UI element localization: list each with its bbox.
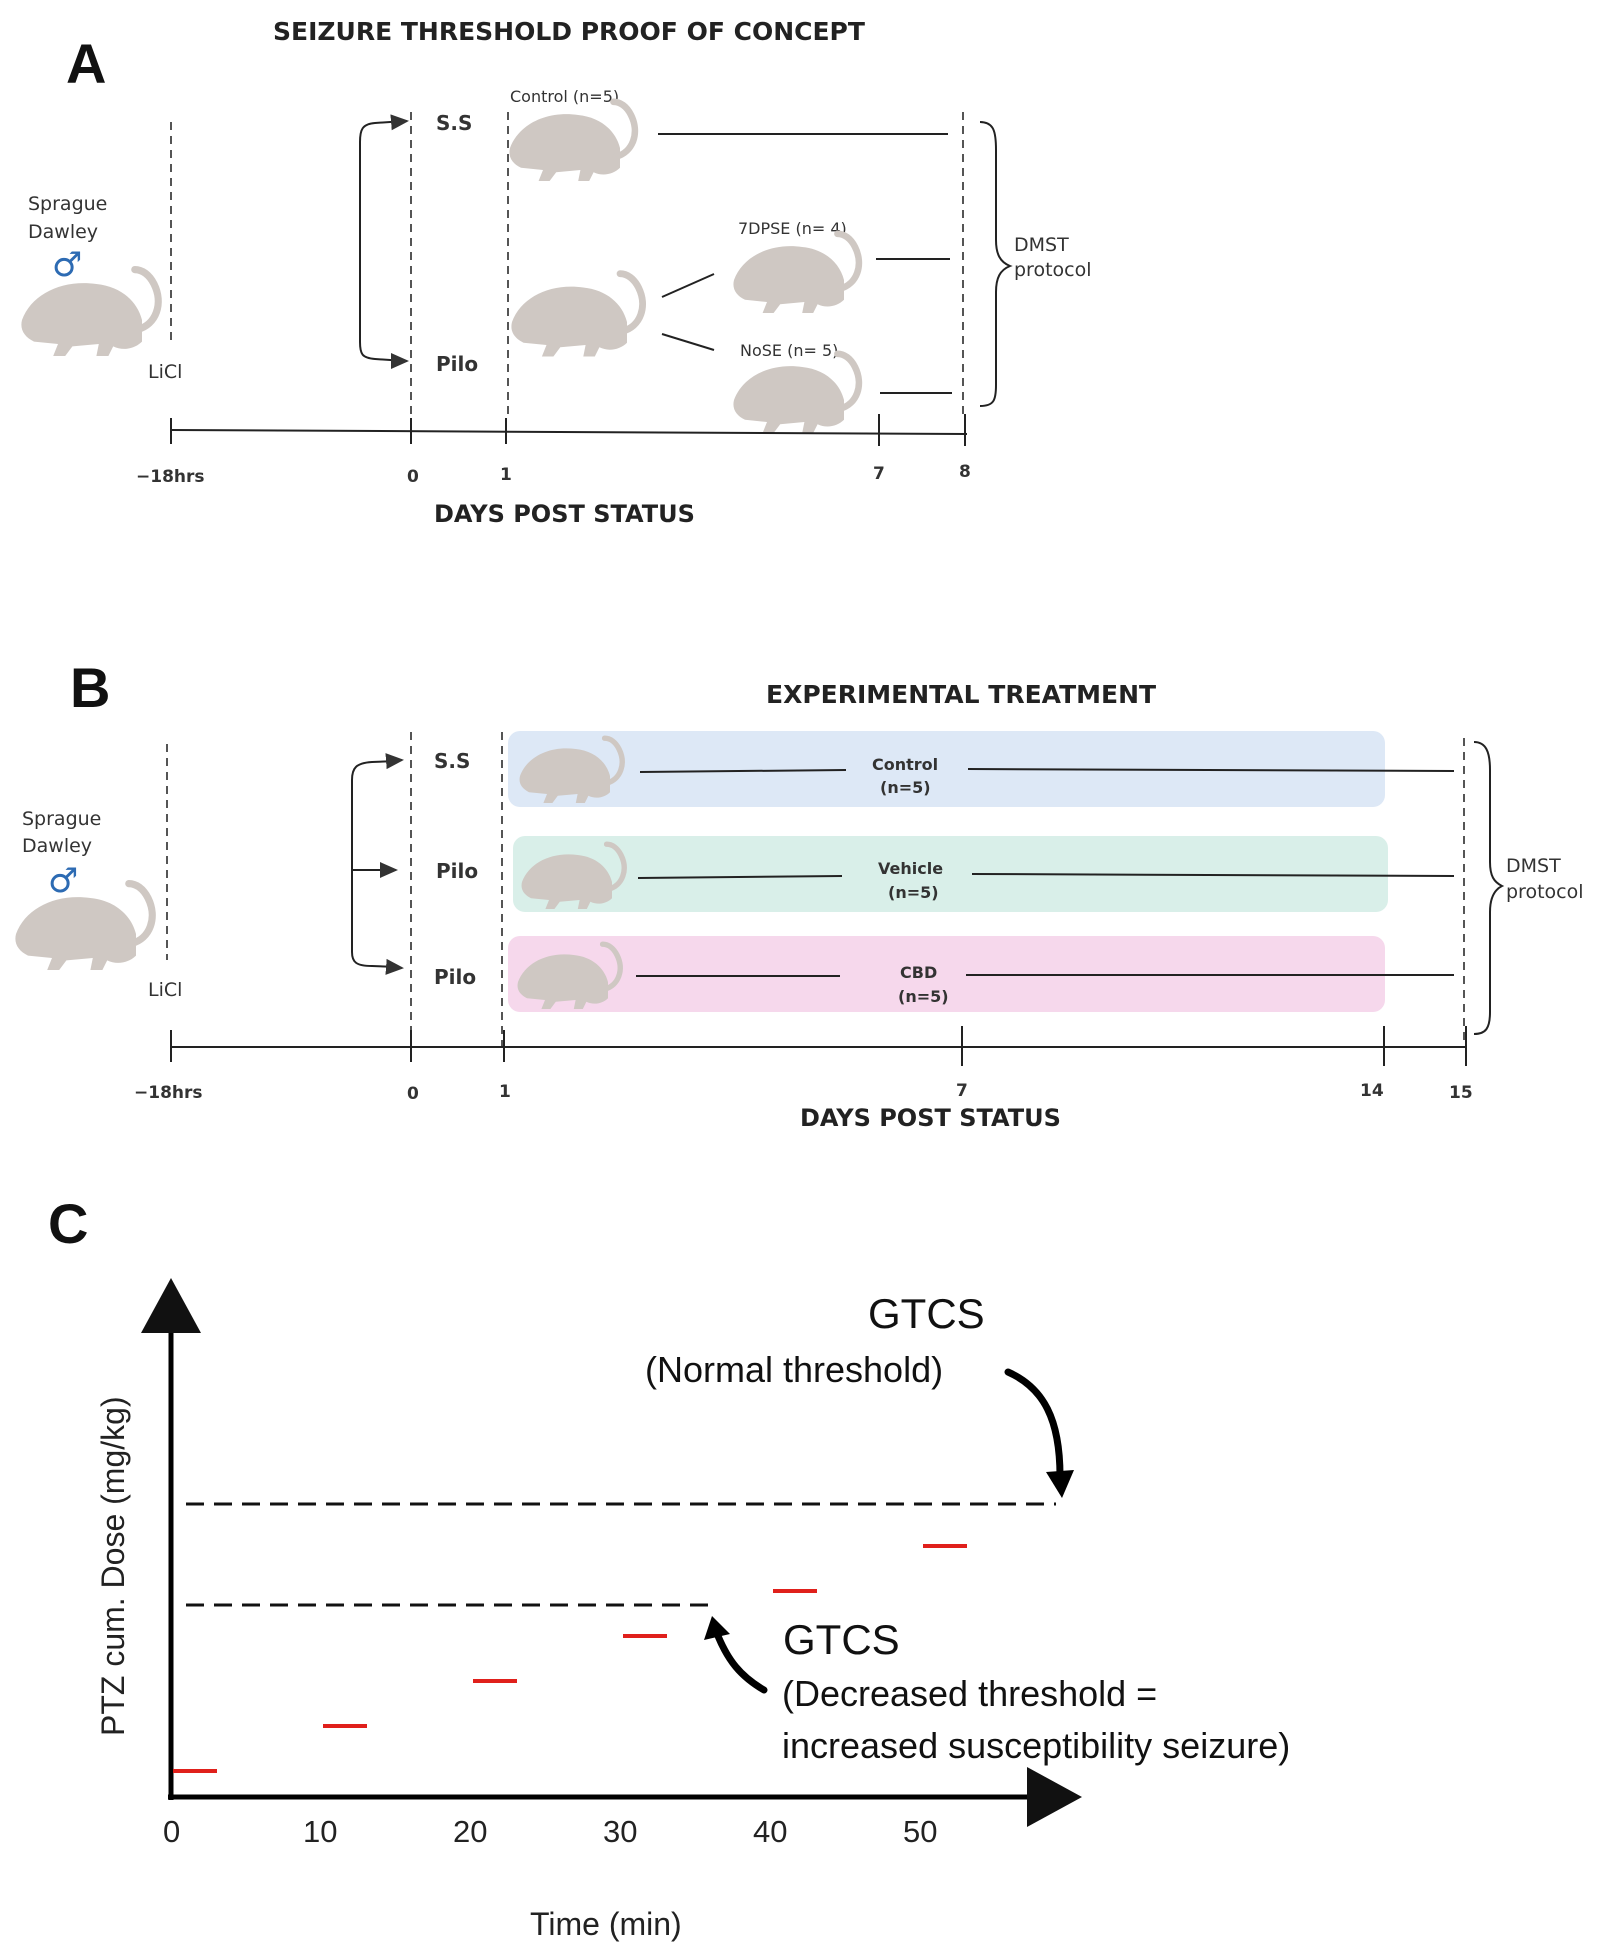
panel-b-cbd-label1: CBD [900, 963, 937, 982]
panel-b-axis-title: DAYS POST STATUS [800, 1104, 1061, 1132]
panel-b-strain-line2: Dawley [22, 835, 92, 857]
gtcs-decreased-title: GTCS [783, 1616, 900, 1663]
rat-icon [15, 884, 152, 970]
split-bracket [351, 760, 399, 968]
arrow-to-pilo [385, 958, 404, 975]
row-band-vehicle [513, 836, 1388, 912]
panel-c-y-label: PTZ cum. Dose (mg/kg) [95, 1396, 131, 1736]
panel-a-tick: 8 [959, 462, 971, 482]
panel-b-licl: LiCl [148, 979, 182, 1001]
panel-c-x-ticks: 0 10 20 30 40 50 [163, 1814, 937, 1849]
panel-a: A SEIZURE THRESHOLD PROOF OF CONCEPT Spr… [21, 17, 1092, 528]
panel-b: B EXPERIMENTAL TREATMENT Sprague Dawley … [15, 656, 1584, 1132]
arrow-to-ss [390, 114, 409, 131]
rat-icon [21, 270, 158, 356]
row-band-cbd [508, 936, 1385, 1012]
panel-b-tick: 0 [407, 1084, 419, 1104]
dmst-brace [979, 121, 1013, 407]
panel-b-strain-line1: Sprague [22, 808, 101, 830]
panel-b-group-pilo: Pilo [434, 965, 476, 989]
panel-a-dmst-line1: DMST [1014, 234, 1069, 256]
gtcs-decreased-desc2: increased susceptibility seizure) [782, 1725, 1290, 1766]
panel-b-control-label2: (n=5) [880, 778, 931, 797]
panel-b-tick: 15 [1449, 1083, 1473, 1103]
x-tick-label: 10 [303, 1814, 337, 1849]
male-symbol-icon: ♂ [52, 245, 82, 285]
row-band-control [508, 731, 1385, 807]
arrow-to-ss [385, 753, 404, 770]
normal-threshold-arrow [1004, 1368, 1064, 1480]
panel-b-title: EXPERIMENTAL TREATMENT [766, 680, 1156, 709]
gtcs-normal-desc: (Normal threshold) [645, 1349, 943, 1390]
panel-a-axis-title: DAYS POST STATUS [434, 500, 695, 528]
panel-a-tick: 1 [500, 465, 512, 485]
split-bracket [359, 120, 406, 362]
panel-a-nose-label: NoSE (n= 5) [740, 341, 838, 360]
x-tick-label: 40 [753, 1814, 787, 1849]
split-line-upper [661, 273, 715, 298]
x-tick-label: 50 [903, 1814, 937, 1849]
rat-icon [733, 354, 858, 433]
panel-b-dmst-line1: DMST [1506, 855, 1561, 877]
panel-a-pilo: Pilo [436, 352, 478, 376]
panel-a-strain-line1: Sprague [28, 193, 107, 215]
panel-a-strain-line2: Dawley [28, 221, 98, 243]
decreased-threshold-arrow [714, 1632, 768, 1694]
dmst-brace [1473, 741, 1505, 1035]
panel-a-tick: −18hrs [136, 467, 205, 487]
panel-a-tick: 0 [407, 467, 419, 487]
panel-b-letter: B [70, 656, 110, 719]
panel-a-ss: S.S [436, 111, 472, 135]
panel-b-control-label1: Control [872, 755, 938, 774]
panel-b-group-pilo: Pilo [436, 859, 478, 883]
panel-b-vehicle-label1: Vehicle [878, 859, 943, 878]
panel-a-title: SEIZURE THRESHOLD PROOF OF CONCEPT [273, 17, 865, 46]
panel-a-7dpse-label: 7DPSE (n= 4) [738, 219, 847, 238]
x-tick-label: 0 [163, 1814, 180, 1849]
panel-b-tick: 14 [1360, 1081, 1384, 1101]
panel-c-dose-markers [173, 1544, 967, 1773]
male-symbol-icon: ♂ [48, 861, 78, 901]
panel-a-tick: 7 [873, 464, 885, 484]
panel-a-licl: LiCl [148, 361, 182, 383]
decreased-threshold-arrow-head [704, 1616, 730, 1640]
normal-threshold-arrow-head [1046, 1470, 1074, 1498]
split-line-lower [661, 333, 715, 351]
panel-a-time-axis [170, 429, 968, 435]
panel-c: C PTZ cum. Dose (mg/kg) Time (min) 0 10 20… [48, 1192, 1290, 1942]
panel-c-letter: C [48, 1192, 88, 1255]
panel-c-x-label: Time (min) [530, 1906, 682, 1942]
vehicle-timeline-right [971, 873, 1455, 877]
x-tick-label: 30 [603, 1814, 637, 1849]
rat-icon [511, 274, 642, 357]
x-tick-label: 20 [453, 1814, 487, 1849]
panel-b-vehicle-label2: (n=5) [888, 883, 939, 902]
rat-icon [733, 234, 858, 313]
panel-b-tick: −18hrs [134, 1083, 203, 1103]
panel-a-control-label: Control (n=5) [510, 87, 619, 106]
panel-b-dmst-line2: protocol [1506, 881, 1584, 903]
panel-a-dmst-line2: protocol [1014, 259, 1092, 281]
panel-b-tick: 1 [499, 1082, 511, 1102]
gtcs-normal-title: GTCS [868, 1290, 985, 1337]
control-timeline-left [639, 769, 847, 773]
rat-icon [509, 102, 634, 181]
panel-b-cbd-label2: (n=5) [898, 987, 949, 1006]
control-timeline-right [967, 768, 1455, 772]
panel-b-group-ss: S.S [434, 749, 470, 773]
panel-b-tick: 7 [956, 1081, 968, 1101]
gtcs-decreased-desc1: (Decreased threshold = [782, 1673, 1157, 1714]
panel-a-letter: A [66, 32, 106, 95]
vehicle-timeline-left [637, 875, 843, 879]
